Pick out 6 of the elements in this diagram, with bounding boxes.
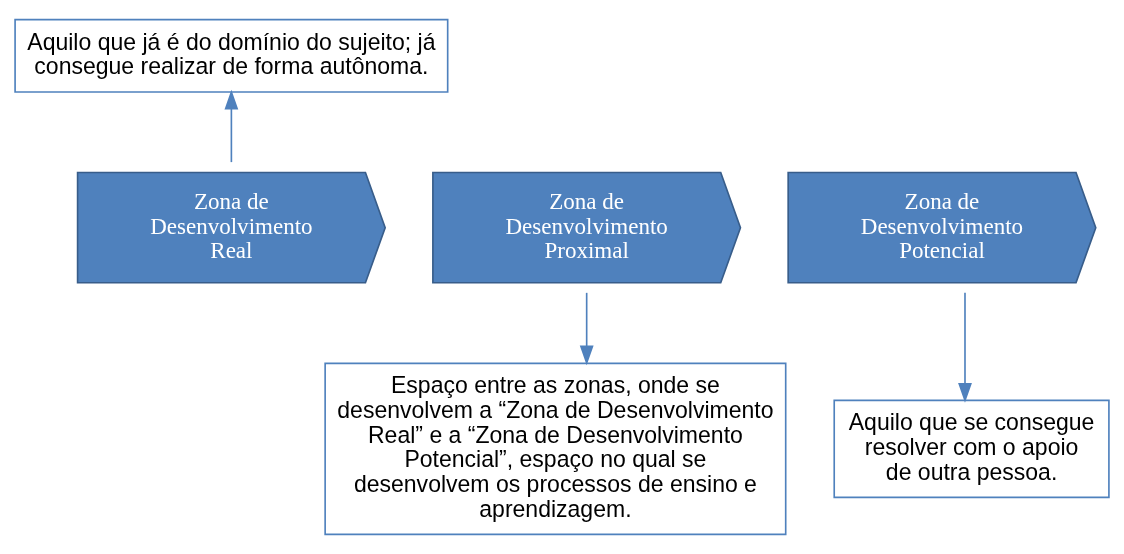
node-box: Espaço entre as zonas, onde se desenvolvem a “Zona de Desenvolvimento Real” e a “Zona de Desenvolvimento Potencial”, espaço no qual se desenvolvem os processos de ensino e aprendizagem. — [324, 362, 787, 536]
arrow — [958, 292, 972, 403]
node-box: Aquilo que se consegue resolver com o apoio de outra pessoa. — [833, 399, 1110, 499]
arrow — [224, 89, 239, 163]
arrow — [579, 292, 594, 366]
node-box: Aquilo que já é do domínio do sujeito; já consegue realizar de forma autônoma. — [14, 18, 449, 93]
